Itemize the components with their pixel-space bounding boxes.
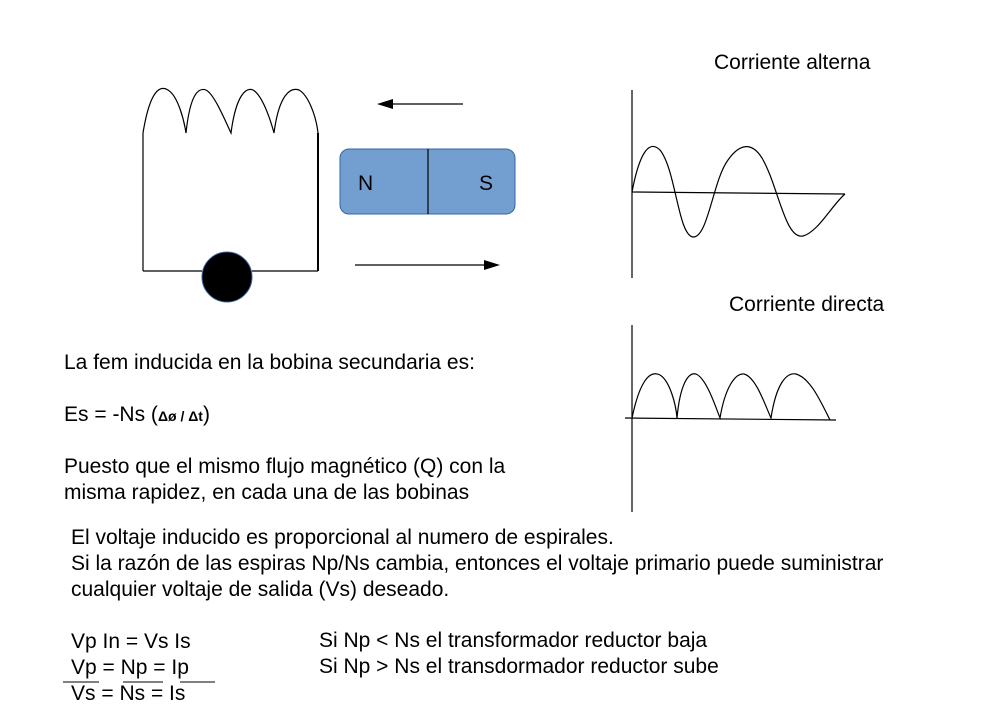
- dc-graph-title: Corriente directa: [729, 293, 885, 316]
- fem-intro-text: La fem inducida en la bobina secundaria …: [64, 351, 475, 374]
- rule-step-down: Si Np < Ns el transformador reductor baj…: [319, 629, 708, 652]
- equation-power: Vp In = Vs Is: [71, 630, 191, 653]
- equation-ratio-numerator: Vp = Np = Ip: [71, 656, 189, 679]
- bulb: [201, 251, 253, 303]
- fem-formula: Es = -Ns (Δø / Δt): [64, 402, 210, 429]
- coil-circuit: [142, 87, 319, 272]
- proportional-text-line1: El voltaje inducido es proporcional al n…: [71, 526, 614, 549]
- formula-prefix: Es = -Ns (: [64, 403, 158, 426]
- arrow-right: [355, 260, 500, 270]
- dc-x-axis: [624, 417, 837, 421]
- formula-fraction: Δø / Δt: [157, 408, 203, 424]
- proportional-text-line2: Si la razón de las espiras Np/Ns cambia,…: [71, 552, 884, 575]
- magnet-south-label: S: [479, 172, 493, 195]
- dc-graph: [624, 325, 837, 512]
- ac-graph: [631, 90, 846, 278]
- flux-text-line1: Puesto que el mismo flujo magnético (Q) …: [64, 455, 506, 478]
- rule-step-up: Si Np > Ns el transdormador reductor sub…: [319, 655, 719, 678]
- arrow-left: [377, 99, 463, 109]
- formula-suffix: ): [202, 403, 210, 426]
- coil-windings: [142, 87, 319, 136]
- equation-ratio-denominator: Vs = Ns = Is: [71, 682, 186, 705]
- flux-text-line2: misma rapidez, en cada una de las bobina…: [64, 481, 470, 504]
- ac-sine-wave: [631, 145, 846, 238]
- ac-graph-title: Corriente alterna: [714, 51, 871, 74]
- magnet: N S: [339, 148, 516, 215]
- ac-x-axis: [631, 191, 846, 195]
- proportional-text-line3: cualquier voltaje de salida (Vs) deseado…: [71, 578, 450, 601]
- dc-rectified-wave: [631, 373, 831, 421]
- magnet-north-label: N: [358, 172, 373, 195]
